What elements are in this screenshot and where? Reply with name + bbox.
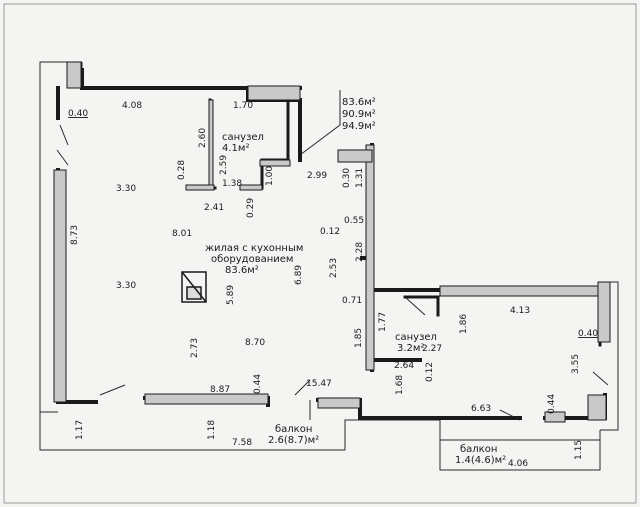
dim: 1.86	[459, 314, 469, 334]
dim: 1.85	[354, 328, 364, 348]
living-name-1: жилая с кухонным	[205, 243, 303, 254]
dim: 2.41	[204, 203, 224, 213]
dim: 0.71	[342, 296, 362, 306]
thin-outlines	[39, 61, 619, 471]
dim: 7.58	[232, 438, 252, 448]
dim: 1.38	[222, 179, 242, 189]
dim: 8.70	[245, 338, 265, 348]
dim: 3.30	[116, 281, 136, 291]
dim: 0.40	[578, 329, 598, 339]
dim: 2.27	[422, 344, 442, 354]
area-total-1: 83.6м²	[342, 97, 376, 108]
dim: 5.89	[226, 285, 236, 305]
dim: 0.12	[320, 227, 340, 237]
bath1-area: 4.1м²	[222, 143, 249, 154]
dim: 0.44	[253, 374, 263, 394]
kitchen-fixture	[181, 271, 207, 303]
living-name-2: оборудованием	[211, 254, 293, 265]
fixtures	[181, 271, 207, 303]
dim: 15.47	[306, 379, 332, 389]
wall-fills	[53, 61, 611, 423]
dim: 0.30	[342, 168, 352, 188]
area-total-3: 94.9м²	[342, 121, 376, 132]
dim: 0.44	[547, 394, 557, 414]
dim: 1.77	[378, 312, 388, 332]
balcony2-area: 1.4(4.6)м²	[455, 455, 506, 466]
area-total-2: 90.9м²	[342, 109, 376, 120]
walls	[56, 68, 607, 420]
dim: 1.17	[75, 420, 85, 440]
dim: 6.63	[471, 404, 491, 414]
dim: 4.13	[510, 306, 530, 316]
dim: 2.28	[355, 242, 365, 262]
dim: 3.30	[116, 184, 136, 194]
dim: 1.00	[265, 166, 275, 186]
dim: 3.55	[571, 354, 581, 374]
dim: 2.53	[329, 258, 339, 278]
bath2-area: 3.2м²	[397, 343, 424, 354]
dim: 8.01	[172, 229, 192, 239]
dim: 0.28	[177, 160, 187, 180]
dim: 0.40	[68, 109, 88, 119]
dim: 1.15	[574, 440, 584, 460]
balcony1-area: 2.6(8.7)м²	[268, 435, 319, 446]
dim: 2.60	[198, 128, 208, 148]
dim: 0.29	[246, 198, 256, 218]
dim: 8.73	[70, 225, 80, 245]
bath2-name: санузел	[395, 332, 437, 343]
dim: 0.12	[425, 362, 435, 382]
dim: 2.64	[394, 361, 414, 371]
balcony1-name: балкон	[275, 424, 312, 435]
dim: 1.70	[233, 101, 253, 111]
dim: 4.08	[122, 101, 142, 111]
balcony2-name: балкон	[460, 444, 497, 455]
dim: 8.87	[210, 385, 230, 395]
dim: 6.89	[294, 265, 304, 285]
dim: 1.31	[355, 168, 365, 188]
bath1-name: санузел	[222, 132, 264, 143]
frame	[3, 3, 637, 504]
dim: 1.18	[207, 420, 217, 440]
dim: 2.73	[190, 338, 200, 358]
dim: 0.55	[344, 216, 364, 226]
dim: 2.99	[307, 171, 327, 181]
living-area: 83.6м²	[225, 265, 259, 276]
dim: 2.59	[219, 155, 229, 175]
dim: 4.06	[508, 459, 528, 469]
dim: 1.68	[395, 375, 405, 395]
